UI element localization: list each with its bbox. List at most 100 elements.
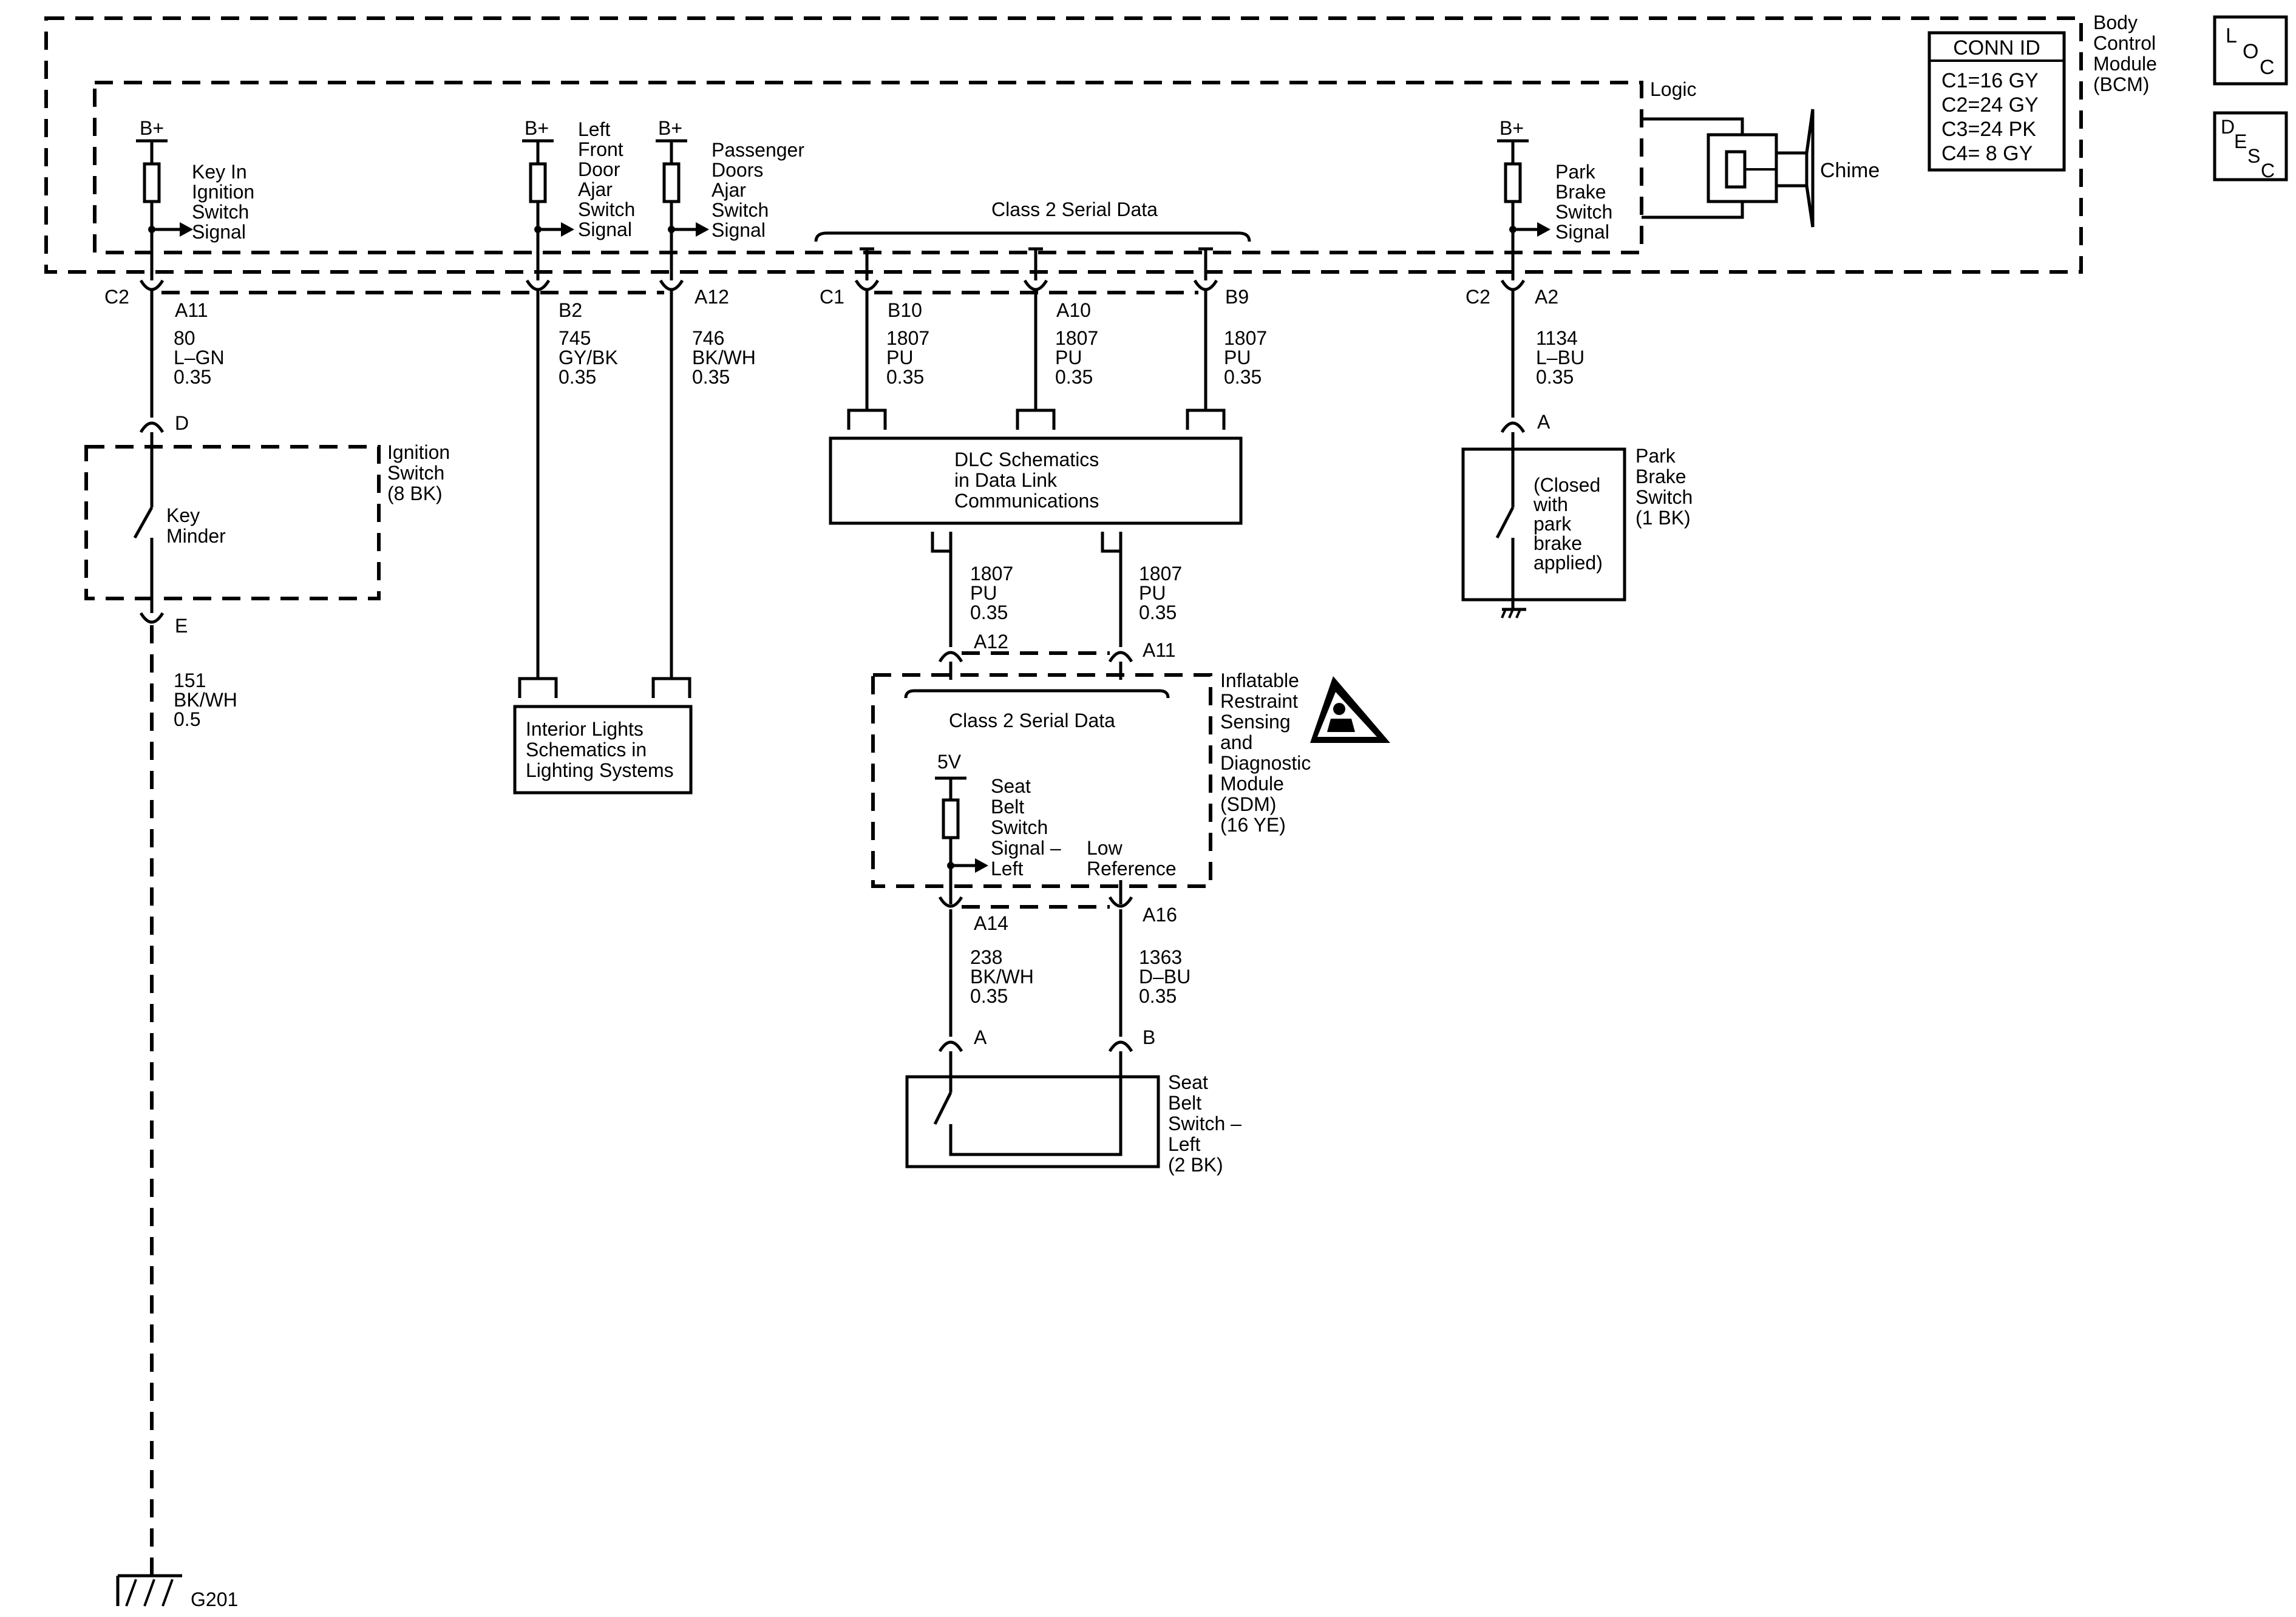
svg-text:Switch: Switch (712, 199, 769, 221)
ground-label: G201 (191, 1588, 238, 1610)
svg-text:Sensing: Sensing (1220, 711, 1291, 733)
pin-label: A11 (1143, 639, 1176, 661)
svg-text:Key In: Key In (192, 161, 247, 183)
svg-text:Ignition: Ignition (387, 441, 450, 463)
reference-connector (1186, 408, 1226, 430)
bcm-title: Body Control Module (BCM) (2093, 12, 2157, 95)
arrow-right-icon (180, 222, 193, 237)
svg-text:Switch: Switch (578, 198, 635, 220)
svg-text:DLC Schematics: DLC Schematics (954, 449, 1099, 470)
svg-text:and: and (1220, 731, 1252, 753)
seat-belt-signal-circuit: 5V (935, 751, 1123, 904)
svg-text:Switch: Switch (387, 462, 444, 484)
svg-text:Schematics in: Schematics in (526, 739, 647, 761)
svg-text:Restraint: Restraint (1220, 690, 1298, 712)
wire-label-1807-a: 1807 PU 0.35 (886, 327, 929, 388)
left-front-door-circuit: B+ (522, 117, 574, 280)
svg-text:Front: Front (578, 138, 623, 160)
wire-label-1807-c: 1807 PU 0.35 (1224, 327, 1267, 388)
svg-text:Key: Key (166, 504, 200, 526)
svg-text:C: C (2261, 160, 2275, 181)
svg-text:(2 BK): (2 BK) (1168, 1154, 1223, 1176)
park-brake-note: (Closed with park brake applied) (1533, 474, 1603, 574)
svg-text:brake: brake (1533, 532, 1582, 554)
svg-text:0.35: 0.35 (174, 366, 211, 388)
sdm-class2-bus (904, 689, 1170, 699)
park-brake-switch (1461, 432, 1626, 619)
svg-text:Switch: Switch (192, 201, 249, 223)
loc-icon[interactable]: L O C (2213, 15, 2288, 86)
bplus-label: B+ (525, 117, 549, 139)
five-v-label: 5V (937, 751, 962, 773)
conn-id-row: C4= 8 GY (1941, 142, 2033, 165)
seat-belt-signal-label: Seat Belt Switch Signal – Left (991, 775, 1061, 880)
seat-belt-switch-left (905, 1051, 1160, 1168)
bcm-module-boundary (44, 16, 2083, 274)
svg-text:Signal: Signal (712, 219, 766, 241)
svg-text:Interior Lights: Interior Lights (526, 718, 644, 740)
svg-text:E: E (2234, 131, 2247, 152)
pin-label: B2 (559, 299, 582, 321)
pin-label: D (175, 412, 189, 434)
svg-text:Ajar: Ajar (712, 179, 746, 201)
connector-label: C2 (104, 286, 129, 308)
svg-text:PU: PU (1139, 582, 1166, 604)
bplus-label: B+ (1500, 117, 1524, 139)
bcm-title-line: Control (2093, 32, 2156, 54)
bplus-label: B+ (658, 117, 682, 139)
ignition-switch-label: Ignition Switch (8 BK) (387, 441, 450, 504)
svg-text:S: S (2247, 145, 2260, 167)
svg-text:park: park (1533, 513, 1572, 535)
svg-text:L: L (2226, 24, 2237, 47)
svg-text:746: 746 (692, 327, 724, 349)
svg-text:PU: PU (970, 582, 997, 604)
svg-text:0.35: 0.35 (1139, 602, 1177, 623)
connector-pin-e (139, 612, 165, 624)
svg-text:O: O (2243, 40, 2258, 63)
svg-text:Left: Left (991, 858, 1023, 880)
conn-id-row: C2=24 GY (1941, 93, 2039, 117)
connector-pin-a (1500, 421, 1526, 433)
wire-label-1363: 1363 D–BU 0.35 (1139, 946, 1190, 1007)
svg-text:D: D (2221, 116, 2235, 138)
bplus-label: B+ (140, 117, 164, 139)
desc-icon[interactable]: D E S C (2213, 111, 2288, 181)
bcm-class2-bus: Class 2 Serial Data (814, 198, 1251, 280)
svg-text:0.35: 0.35 (1055, 366, 1093, 388)
svg-text:0.35: 0.35 (692, 366, 730, 388)
svg-text:applied): applied) (1533, 552, 1603, 574)
svg-text:Low: Low (1087, 837, 1123, 859)
svg-text:0.35: 0.35 (1224, 366, 1262, 388)
svg-text:Brake: Brake (1635, 466, 1686, 487)
svg-text:Passenger: Passenger (712, 139, 804, 161)
svg-text:Doors: Doors (712, 159, 763, 181)
wire-label-238: 238 BK/WH 0.35 (970, 946, 1034, 1007)
svg-text:GY/BK: GY/BK (559, 347, 618, 368)
svg-text:Belt: Belt (991, 796, 1024, 818)
pin-label: A (1537, 411, 1550, 433)
park-brake-signal-label: Park Brake Switch Signal (1555, 161, 1612, 243)
wire-label-1134: 1134 L–BU 0.35 (1536, 327, 1584, 388)
svg-text:PU: PU (1224, 347, 1251, 368)
reference-connector (518, 677, 558, 698)
interior-lights-reference[interactable]: Interior Lights Schematics in Lighting S… (513, 705, 693, 795)
svg-text:(Closed: (Closed (1533, 474, 1600, 496)
key-minder-switch: Key Minder (133, 432, 226, 613)
ground-icon (116, 1574, 182, 1607)
svg-text:Brake: Brake (1555, 181, 1606, 203)
bcm-title-line: (BCM) (2093, 73, 2149, 95)
svg-text:0.5: 0.5 (174, 708, 200, 730)
arrow-right-icon (561, 222, 574, 237)
pin-label: E (175, 615, 188, 637)
svg-text:80: 80 (174, 327, 195, 349)
dlc-reference[interactable]: DLC Schematics in Data Link Communicatio… (829, 436, 1243, 525)
svg-text:Signal: Signal (578, 219, 632, 240)
svg-text:Reference: Reference (1087, 858, 1177, 880)
svg-text:Signal –: Signal – (991, 837, 1061, 859)
wire-label-746: 746 BK/WH 0.35 (692, 327, 756, 388)
airbag-warning-icon (1310, 676, 1390, 743)
svg-text:(8 BK): (8 BK) (387, 483, 443, 504)
arrow-right-icon (975, 858, 988, 873)
arrow-right-icon (1537, 222, 1550, 237)
